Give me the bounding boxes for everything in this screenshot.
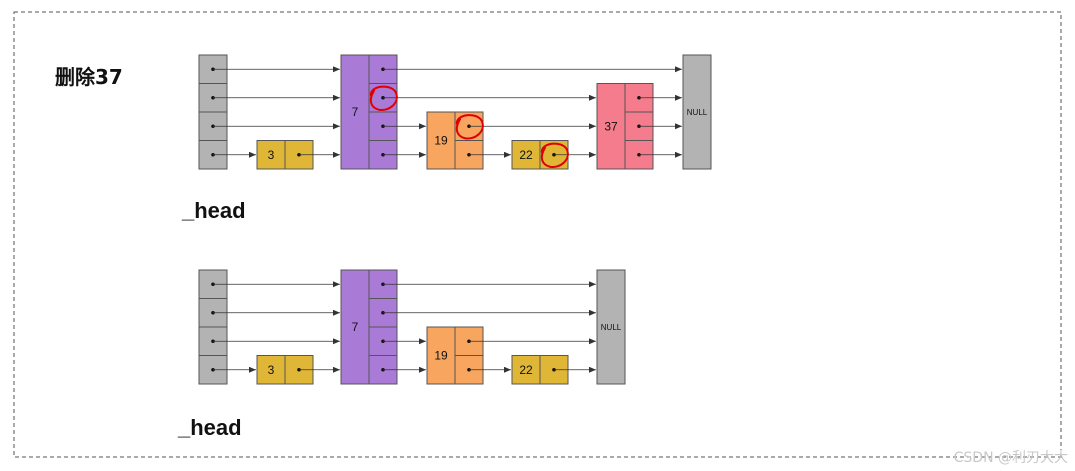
before-node-3-key-cell — [256, 140, 286, 170]
watermark: CSDN @利刃大大 — [954, 450, 1068, 466]
page-title: 删除37 — [55, 65, 123, 89]
before-node-19-key-cell — [426, 111, 456, 170]
before-node-19-key: 19 — [434, 134, 448, 148]
before-node-22-key: 22 — [519, 148, 533, 162]
before-highlight-circle-19 — [455, 114, 484, 140]
before-node-37-key: 37 — [604, 119, 618, 133]
after-node-7-key: 7 — [352, 320, 359, 334]
before-node-3-key: 3 — [268, 148, 275, 162]
after-node-7-key-cell — [340, 269, 370, 385]
after-node-19-key-cell — [426, 326, 456, 385]
before-null-label: NULL — [687, 108, 708, 117]
after-null-node — [596, 269, 626, 385]
before-highlight-circle-7 — [369, 85, 398, 112]
before-highlight-circle-22 — [540, 142, 569, 169]
after-diagram: NULL 3 7 19 22 — [198, 269, 626, 385]
before-node-37-key-cell — [596, 83, 626, 170]
dashed-frame — [13, 11, 1062, 458]
after-node-3-key: 3 — [268, 363, 275, 377]
head-label-after: _head — [177, 415, 242, 440]
after-node-19-key: 19 — [434, 349, 448, 363]
before-node-7-key-cell — [340, 54, 370, 170]
head-label-before: _head — [181, 198, 246, 223]
after-node-22-key: 22 — [519, 363, 533, 377]
before-null-node — [682, 54, 712, 170]
before-node-7-key: 7 — [352, 105, 359, 119]
after-null-label: NULL — [601, 323, 622, 332]
after-node-22-key-cell — [511, 355, 541, 385]
before-node-22-key-cell — [511, 140, 541, 170]
